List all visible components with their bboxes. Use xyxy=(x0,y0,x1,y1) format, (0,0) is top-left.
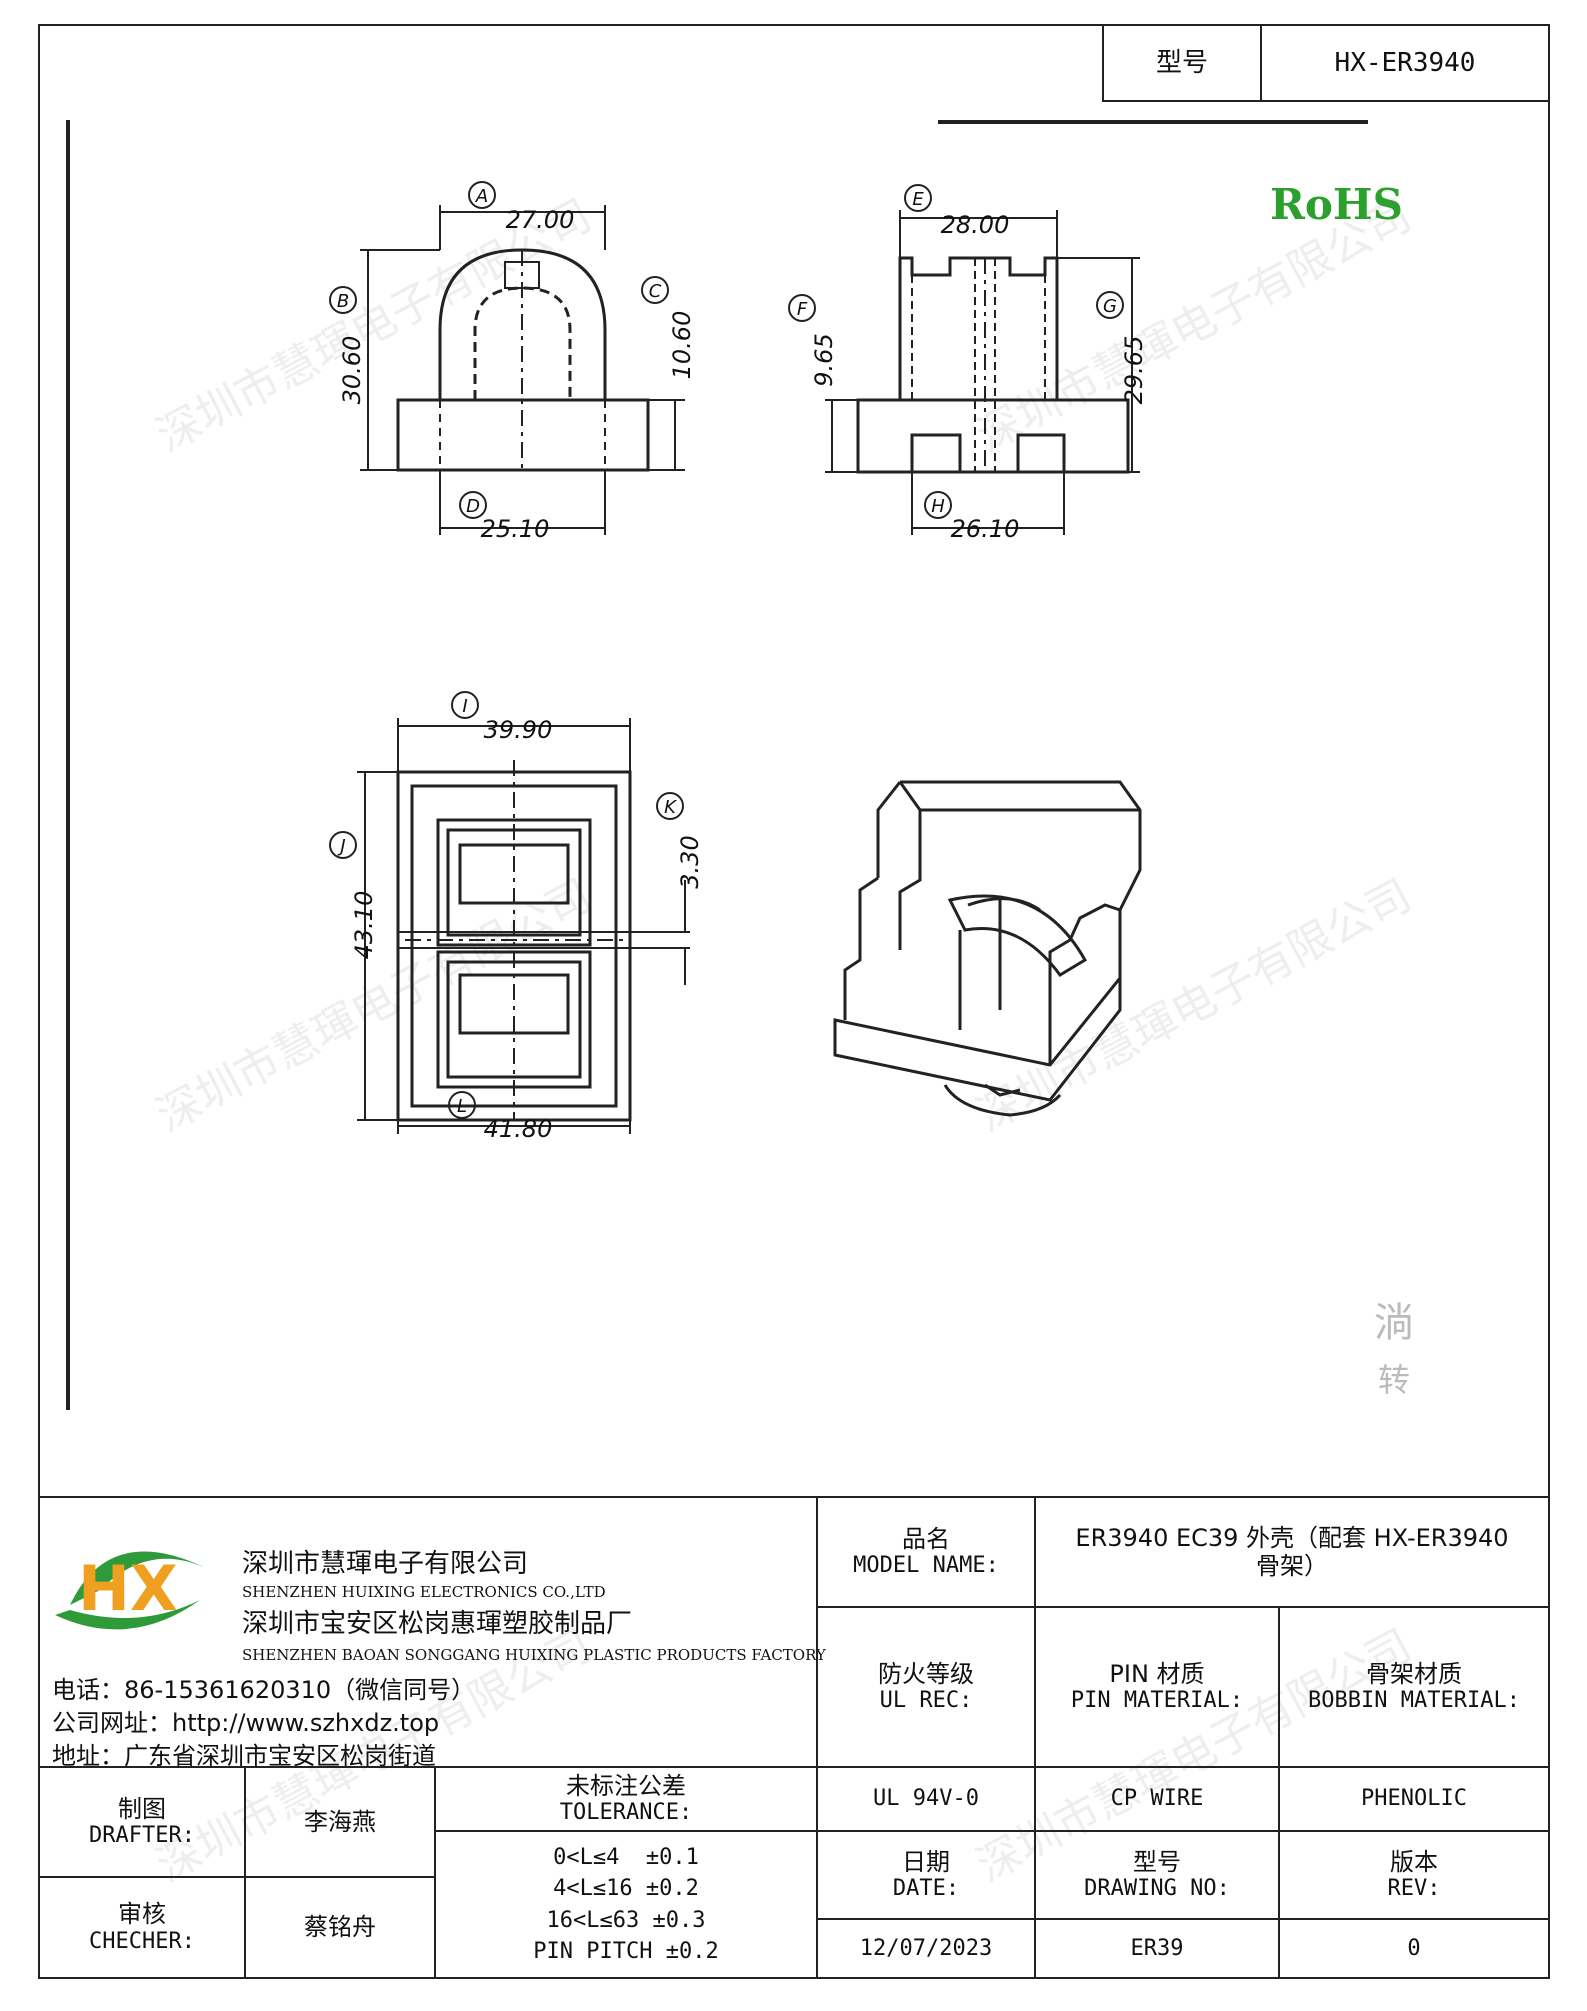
dim-E: E 28.00 xyxy=(904,184,1010,239)
svg-text:25.10: 25.10 xyxy=(481,515,550,543)
company-name-cn: 深圳市慧琿电子有限公司 xyxy=(242,1549,529,1579)
svg-text:K: K xyxy=(664,797,677,818)
svg-text:28.00: 28.00 xyxy=(941,211,1010,239)
svg-text:39.90: 39.90 xyxy=(484,716,553,744)
company-website: 公司网址：http://www.szhxdz.top xyxy=(52,1709,440,1737)
rev-label: 版本 REV: xyxy=(1278,1830,1550,1920)
checker-value: 蔡铭舟 xyxy=(244,1876,436,1979)
tolerance-label: 未标注公差 TOLERANCE: xyxy=(434,1766,818,1832)
svg-text:30.60: 30.60 xyxy=(338,336,366,405)
bobbin-material-label: 骨架材质 BOBBIN MATERIAL: xyxy=(1278,1606,1550,1768)
dim-C: C 10.60 xyxy=(641,276,696,380)
checker-label: 审核 CHECHER: xyxy=(38,1876,246,1979)
svg-text:41.80: 41.80 xyxy=(484,1115,553,1143)
drafter-value: 李海燕 xyxy=(244,1766,436,1878)
svg-text:J: J xyxy=(337,836,345,857)
dim-B: B 30.60 xyxy=(329,286,366,405)
factory-name-en: SHENZHEN BAOAN SONGGANG HUIXING PLASTIC … xyxy=(242,1646,826,1664)
header-underline xyxy=(938,120,1368,124)
svg-text:3.30: 3.30 xyxy=(676,835,704,888)
pin-material-value: CP WIRE xyxy=(1034,1766,1280,1832)
svg-text:26.10: 26.10 xyxy=(951,515,1020,543)
svg-text:27.00: 27.00 xyxy=(506,206,575,234)
date-value: 12/07/2023 xyxy=(816,1918,1036,1979)
model-name-label: 品名 MODEL NAME: xyxy=(816,1496,1036,1608)
side-mark-2: 转 xyxy=(1378,1361,1411,1399)
svg-text:L: L xyxy=(457,1096,467,1117)
company-address: 地址：广东省深圳市宝安区松岗街道 xyxy=(52,1742,436,1770)
dim-I: I 39.90 xyxy=(451,691,553,744)
dim-F: F 9.65 xyxy=(788,294,838,387)
left-bar xyxy=(66,120,70,1410)
pin-material-label: PIN 材质 PIN MATERIAL: xyxy=(1034,1606,1280,1768)
dim-L: L 41.80 xyxy=(448,1091,553,1143)
fire-rating-value: UL 94V-0 xyxy=(816,1766,1036,1832)
svg-text:G: G xyxy=(1103,296,1117,317)
svg-text:A: A xyxy=(475,186,488,207)
dim-K: K 3.30 xyxy=(656,792,704,889)
dim-A: A 27.00 xyxy=(468,181,575,234)
bobbin-material-value: PHENOLIC xyxy=(1278,1766,1550,1832)
model-name-value: ER3940 EC39 外壳（配套 HX-ER3940 骨架） xyxy=(1034,1496,1550,1608)
rev-value: 0 xyxy=(1278,1918,1550,1979)
dim-D: D 25.10 xyxy=(459,491,550,543)
view1-outline xyxy=(396,248,650,472)
tolerance-values: 0<L≤4 ±0.1 4<L≤16 ±0.2 16<L≤63 ±0.3 PIN … xyxy=(434,1830,818,1979)
svg-text:B: B xyxy=(337,291,349,312)
dim-G: G 29.65 xyxy=(1096,291,1148,405)
date-label: 日期 DATE: xyxy=(816,1830,1036,1920)
svg-text:HX: HX xyxy=(78,1552,178,1625)
dim-J: J 43.10 xyxy=(329,831,378,960)
svg-text:H: H xyxy=(931,496,945,517)
svg-text:29.65: 29.65 xyxy=(1120,336,1148,405)
drawing-no-value: ER39 xyxy=(1034,1918,1280,1979)
header-model-value: HX-ER3940 xyxy=(1260,24,1550,102)
drawing-no-label: 型号 DRAWING NO: xyxy=(1034,1830,1280,1920)
svg-text:I: I xyxy=(462,696,467,717)
technical-drawing: A 27.00 B 30.60 C 10.60 D 25.10 E 28.00 … xyxy=(329,181,1148,1143)
fire-rating-label: 防火等级 UL REC: xyxy=(816,1606,1036,1768)
svg-text:9.65: 9.65 xyxy=(810,333,838,386)
svg-text:F: F xyxy=(797,299,808,320)
company-name-en: SHENZHEN HUIXING ELECTRONICS CO.,LTD xyxy=(242,1583,606,1601)
svg-text:E: E xyxy=(912,189,924,210)
company-logo: HX xyxy=(55,1551,210,1630)
title-block-top-line xyxy=(38,1496,1550,1498)
svg-text:D: D xyxy=(466,496,480,517)
svg-text:43.10: 43.10 xyxy=(350,891,378,960)
company-phone: 电话：86-15361620310（微信同号） xyxy=(52,1676,476,1704)
side-mark-1: 淌 xyxy=(1374,1300,1414,1346)
view3-outline xyxy=(396,760,632,1122)
dim-H: H 26.10 xyxy=(924,491,1020,543)
svg-text:C: C xyxy=(649,281,662,302)
svg-text:10.60: 10.60 xyxy=(668,311,696,380)
rohs-mark: RoHS xyxy=(1270,180,1403,229)
drafter-label: 制图 DRAFTER: xyxy=(38,1766,246,1878)
view2-outline xyxy=(856,256,1130,474)
view4-isometric xyxy=(833,780,1142,1117)
factory-name-cn: 深圳市宝安区松岗惠琿塑胶制品厂 xyxy=(242,1609,633,1639)
